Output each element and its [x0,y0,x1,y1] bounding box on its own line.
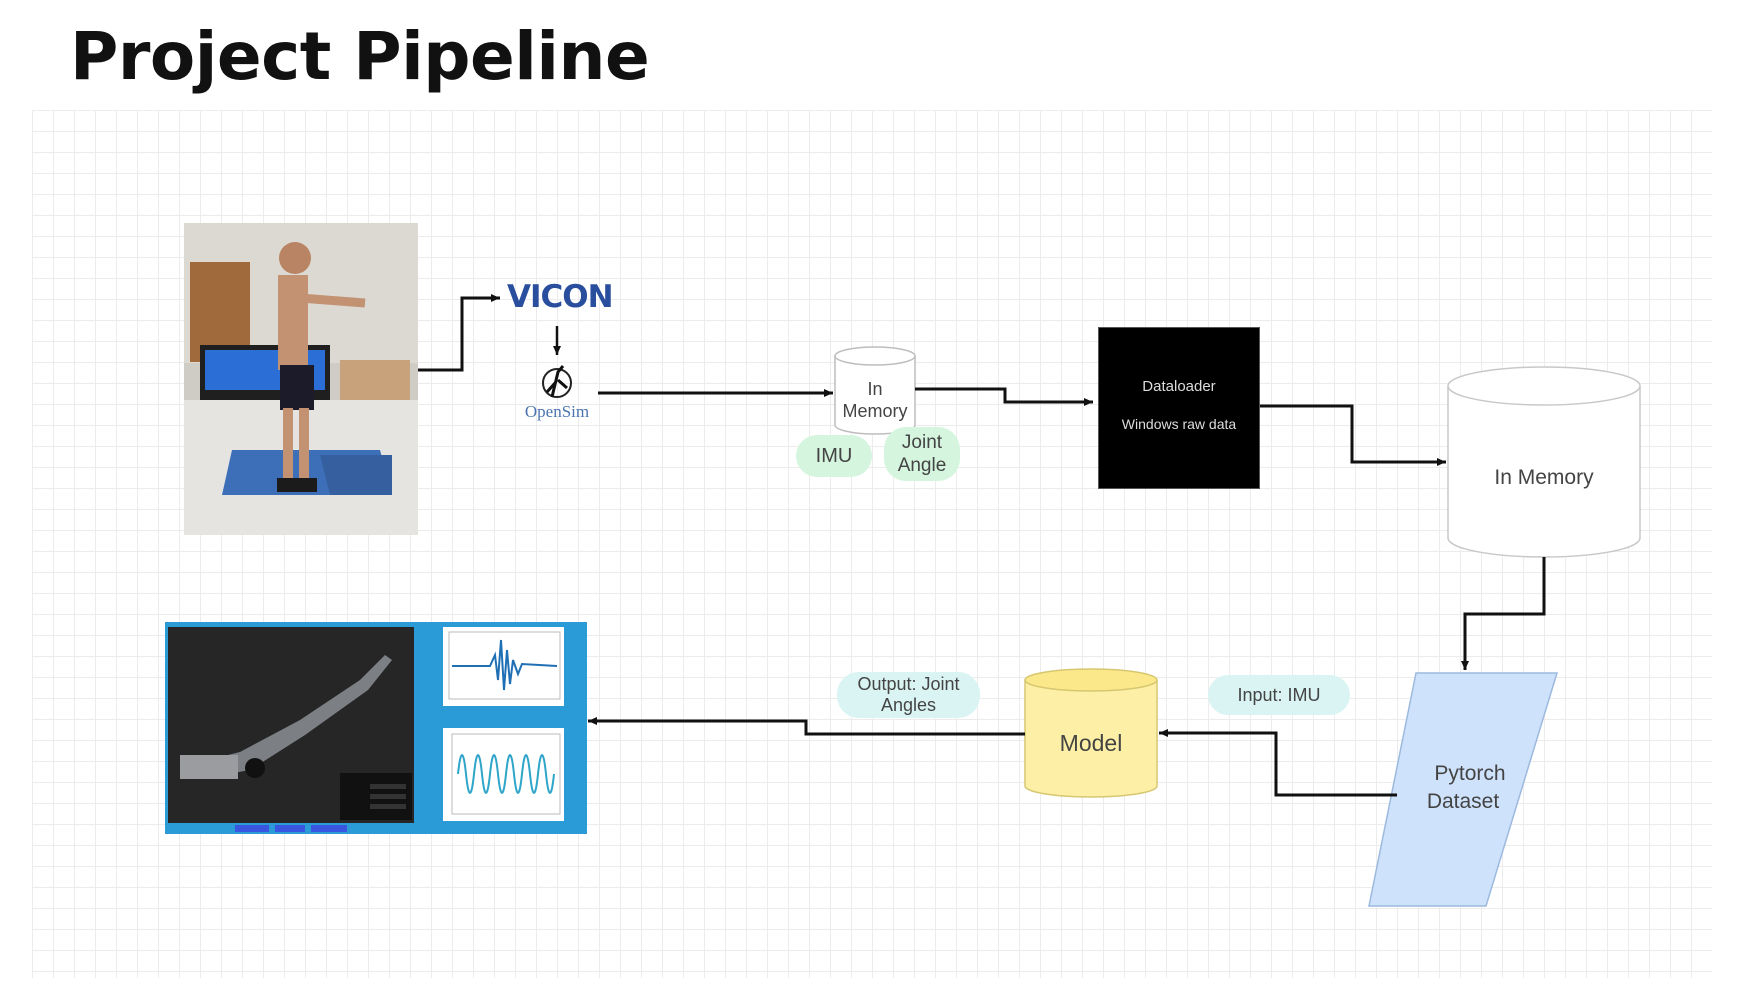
memory-cylinder-small [834,346,916,435]
imu-tag: IMU [796,435,872,477]
page-title: Project Pipeline [70,18,650,95]
input-imu-tag-label: Input: IMU [1237,685,1321,705]
vicon-logo: VICON [507,279,614,319]
joint-angle-tag: Joint Angle [884,427,960,481]
memory-cylinder-large [1447,366,1641,558]
opensim-logo-text: OpenSim [524,402,590,421]
pytorch-label-line1: Pytorch [1434,762,1506,785]
dataloader-sublabel: Windows raw data [1121,416,1237,432]
output-joint-angles-tag-label: Output: Joint Angles [857,674,960,715]
lab-photo [184,223,418,535]
joint-angle-tag-label: Joint Angle [897,432,947,476]
model-label: Model [1059,730,1123,756]
output-joint-angles-tag: Output: Joint Angles [837,672,980,718]
pytorch-dataset-label: Pytorch Dataset [1400,760,1540,816]
model-cylinder [1024,668,1158,798]
imu-tag-label: IMU [815,445,853,467]
pytorch-dataset-shape [1368,672,1559,907]
input-imu-tag: Input: IMU [1208,675,1350,715]
opensim-figure-icon [542,365,572,398]
dataloader-label: Dataloader [1142,378,1216,395]
memory-large-label: In Memory [1494,466,1594,489]
dataloader-box: Dataloader Windows raw data [1098,327,1260,489]
dashboard-screenshot [165,622,587,834]
pytorch-label-line2: Dataset [1426,790,1500,813]
vicon-logo-text: VICON [507,279,614,315]
memory-small-label: In Memory [842,379,908,421]
